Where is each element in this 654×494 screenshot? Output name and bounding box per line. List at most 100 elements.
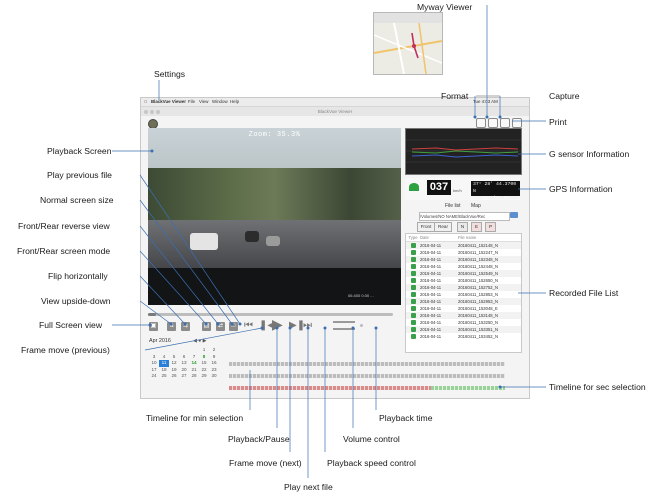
filter-rear[interactable]: Rear [434, 222, 452, 232]
tab-map[interactable]: Map [471, 203, 481, 209]
calendar-day[interactable]: 16 [211, 360, 217, 365]
video-file-icon [406, 277, 420, 284]
video-file-icon [406, 333, 420, 340]
callout-normal-screen-size: Normal screen size [40, 195, 114, 205]
timeline-min-row-2[interactable] [229, 374, 505, 378]
calendar-day[interactable]: 10 [151, 360, 157, 365]
calendar-day[interactable]: 27 [181, 373, 187, 378]
callout-playback-speed-control: Playback speed control [327, 458, 416, 468]
play-pause-icon[interactable]: ▶ [272, 316, 283, 332]
seek-bar[interactable] [148, 313, 393, 316]
format-icon[interactable] [476, 118, 486, 128]
calendar-day[interactable]: 7 [192, 353, 196, 359]
timeline-parking-segment[interactable] [431, 386, 505, 390]
calendar-day[interactable]: 20 [181, 366, 187, 372]
calendar-day[interactable]: 8 [202, 353, 206, 359]
menu-app-name[interactable]: BlackVue Viewer [151, 99, 186, 104]
minimize-window-button[interactable] [150, 110, 154, 114]
calendar-day[interactable]: 30 [211, 373, 217, 378]
video-file-icon [406, 284, 420, 291]
view-upside-down-button[interactable]: ⇅ [167, 322, 176, 331]
calendar-day[interactable]: 3 [152, 353, 156, 359]
filter-event[interactable]: E [471, 222, 482, 232]
calendar-day[interactable]: 24 [151, 373, 157, 378]
seek-handle[interactable] [148, 313, 156, 316]
frame-move-next-icon[interactable]: ▶❚ [289, 320, 306, 331]
calendar-day[interactable]: 11 [159, 360, 169, 367]
calendar-day[interactable]: 28 [191, 373, 197, 378]
calendar-day[interactable]: 5 [172, 353, 176, 359]
filter-normal[interactable]: N [457, 222, 468, 232]
print-icon[interactable] [512, 118, 522, 128]
apple-icon[interactable]:  [144, 99, 147, 104]
calendar-day[interactable]: 4 [162, 353, 166, 359]
frame-move-previous-icon[interactable]: ❚◀ [259, 320, 276, 331]
normal-screen-size-button[interactable]: □ [229, 322, 238, 331]
timeline-sec-selection[interactable] [229, 386, 505, 390]
calendar-day[interactable]: 18 [161, 366, 167, 372]
full-screen-button[interactable]: ▣ [149, 322, 158, 331]
timeline-min-selection[interactable] [229, 362, 505, 366]
calendar-day[interactable]: 9 [212, 353, 216, 359]
calendar-day[interactable]: 21 [191, 366, 197, 372]
menu-help[interactable]: Help [230, 99, 240, 104]
callout-front-rear-reverse-view: Front/Rear reverse view [18, 221, 110, 231]
capture-icon[interactable] [500, 118, 510, 128]
calendar-day[interactable]: 29 [201, 373, 207, 378]
myway-viewer-map[interactable] [373, 12, 443, 75]
calendar-day[interactable]: 6 [182, 353, 186, 359]
play-next-file-icon[interactable]: ⏭ [303, 320, 312, 331]
menu-file[interactable]: File [188, 99, 196, 104]
playback-screen[interactable]: Zoom: 35.3% 06.400 0.00 ... [148, 128, 401, 305]
callout-capture: Capture [549, 91, 580, 101]
calendar-day[interactable]: 19 [171, 366, 177, 372]
video-file-icon [406, 256, 420, 263]
calendar-day[interactable]: 14 [191, 360, 197, 365]
menu-view[interactable]: View [199, 99, 209, 104]
calendar-day[interactable]: 26 [171, 373, 177, 378]
tab-file-list[interactable]: File list [445, 203, 461, 209]
front-rear-reverse-view-button[interactable]: ⇄ [216, 322, 225, 331]
volume-slider[interactable] [333, 321, 355, 323]
close-window-button[interactable] [144, 110, 148, 114]
calendar-prev-next[interactable]: ◀ ● ▶ [193, 338, 207, 344]
front-rear-screen-mode-button[interactable]: ▤ [202, 322, 211, 331]
gps-longitude: 126° 52' 24.1600 E [473, 196, 520, 208]
calendar-day[interactable]: 17 [151, 366, 157, 372]
filter-parking[interactable]: P [485, 222, 496, 232]
calendar-day[interactable]: 22 [201, 366, 207, 372]
zoom-window-button[interactable] [156, 110, 160, 114]
myway-viewer-icon[interactable] [488, 118, 498, 128]
calendar-day[interactable]: 15 [201, 360, 207, 365]
menu-window[interactable]: Window [212, 99, 228, 104]
folder-icon[interactable] [510, 212, 518, 218]
calendar-day[interactable]: 13 [181, 360, 187, 365]
play-previous-file-icon[interactable]: ⏮ [244, 320, 253, 331]
flip-horizontally-button[interactable]: ⇆ [181, 322, 190, 331]
callout-recorded-file-list: Recorded File List [549, 288, 619, 298]
playback-speed-slider[interactable] [333, 328, 355, 330]
calendar-day[interactable]: 12 [171, 360, 177, 365]
calendar-week: 17 18 19 20 21 22 23 [149, 367, 229, 374]
calendar-day[interactable]: 25 [161, 373, 167, 378]
calendar-day[interactable]: 23 [211, 366, 217, 372]
video-file-icon [406, 319, 420, 326]
filter-front[interactable]: Front [417, 222, 435, 232]
